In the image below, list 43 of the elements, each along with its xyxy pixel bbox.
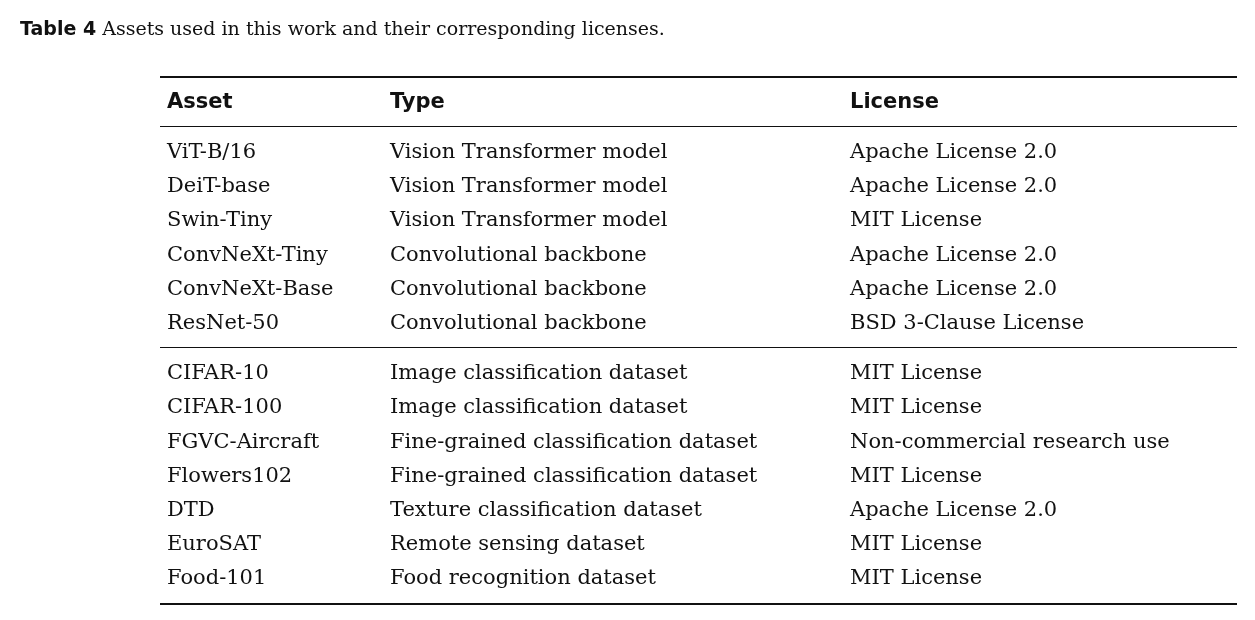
column-header: Asset [167,88,233,114]
asset-type: Convolutional backbone [390,274,647,301]
license-name: Apache License 2.0 [850,240,1058,267]
asset-type: Fine-grained classification dataset [390,461,758,488]
asset-type: Convolutional backbone [390,309,647,335]
asset-name: ConvNeXt-Tiny [167,240,328,267]
asset-type: Vision Transformer model [390,206,668,233]
asset-name: CIFAR-10 [167,359,269,386]
license-name: MIT License [850,393,983,420]
asset-type: Remote sensing dataset [390,530,645,557]
asset-name: ConvNeXt-Base [167,274,334,301]
asset-name: Food-101 [167,564,267,591]
license-name: BSD 3-Clause License [850,309,1085,335]
asset-name: ResNet-50 [167,309,280,335]
asset-name: Swin-Tiny [167,206,273,233]
license-name: Non-commercial research use [850,427,1170,454]
license-name: Apache License 2.0 [850,138,1058,164]
license-name: MIT License [850,359,983,386]
asset-type: Convolutional backbone [390,240,647,267]
license-name: MIT License [850,530,983,557]
asset-name: DTD [167,496,215,522]
license-name: Apache License 2.0 [850,172,1058,199]
asset-name: CIFAR-100 [167,393,283,420]
asset-type: Image classification dataset [390,393,688,420]
license-name: MIT License [850,461,983,488]
asset-type: Texture classification dataset [390,496,702,522]
table-caption: Table 4 Assets used in this work and their corresponding licenses. [20,17,665,39]
asset-name: ViT-B/16 [167,138,257,164]
asset-name: Flowers102 [167,461,293,488]
column-header: Type [390,88,445,114]
asset-name: EuroSAT [167,530,261,557]
asset-type: Fine-grained classification dataset [390,427,758,454]
license-name: Apache License 2.0 [850,496,1058,522]
asset-name: DeiT-base [167,172,271,199]
asset-type: Vision Transformer model [390,172,668,199]
asset-name: FGVC-Aircraft [167,427,320,454]
asset-type: Image classification dataset [390,359,688,386]
asset-type: Food recognition dataset [390,564,656,591]
column-header: License [850,88,939,114]
asset-type: Vision Transformer model [390,138,668,164]
license-name: MIT License [850,564,983,591]
license-name: MIT License [850,206,983,233]
license-name: Apache License 2.0 [850,274,1058,301]
